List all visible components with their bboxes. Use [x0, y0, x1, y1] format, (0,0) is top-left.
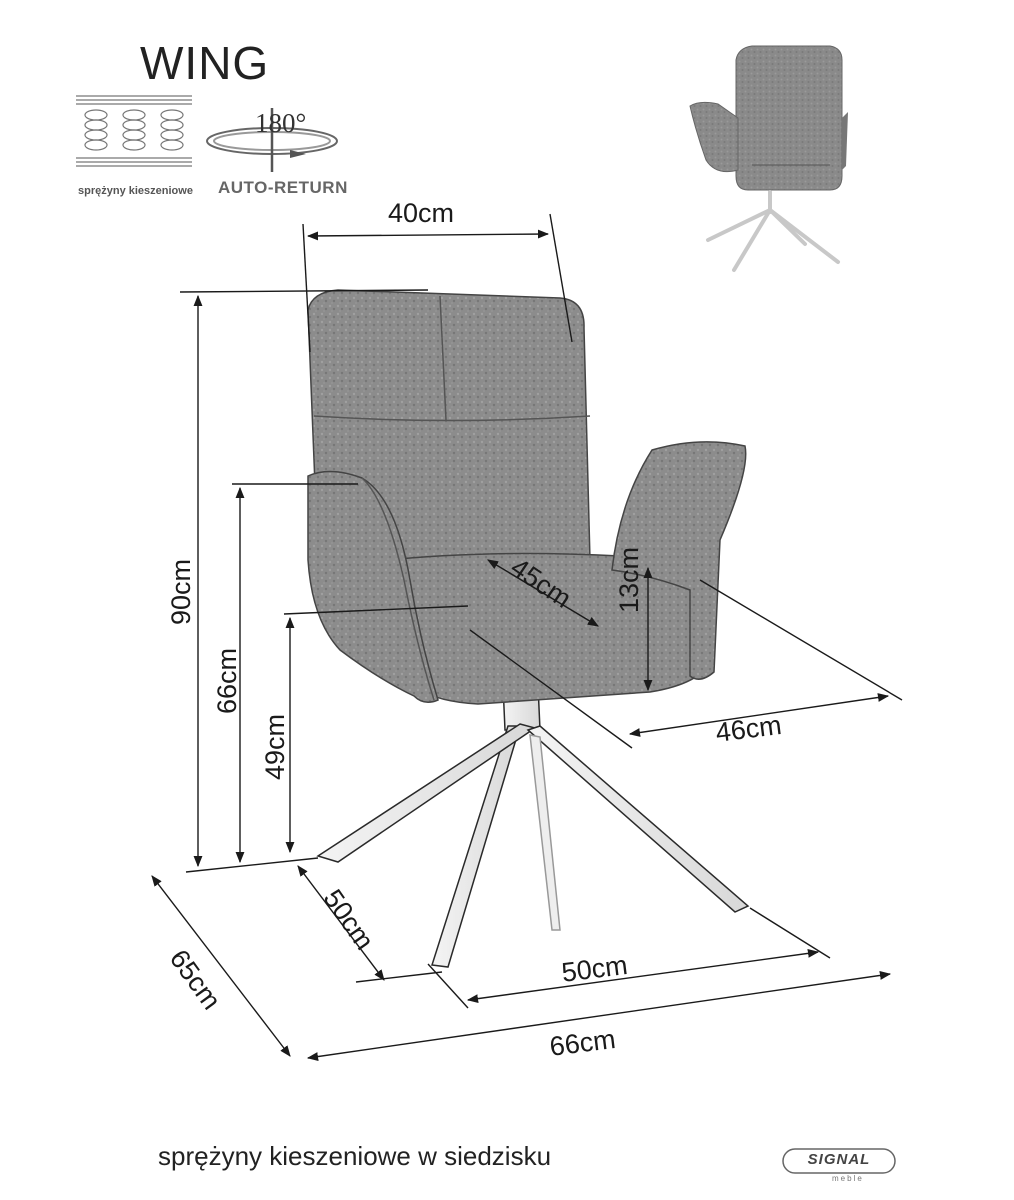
dim-base-depth: 50cm [317, 884, 380, 956]
brand-logo: SIGNAL [782, 1148, 896, 1174]
dim-back-width: 40cm [388, 198, 455, 228]
springs-caption: sprężyny kieszeniowe [78, 185, 193, 197]
brand-name: SIGNAL [807, 1151, 871, 1168]
dim-armrest-above-seat: 13cm [614, 546, 644, 613]
dim-base-width: 50cm [560, 949, 630, 988]
product-title: WING [140, 37, 270, 89]
dim-seat-height: 49cm [260, 713, 290, 780]
dim-seat-depth: 45cm [505, 552, 577, 614]
dim-total-depth: 65cm [163, 944, 227, 1016]
dim-total-height: 90cm [166, 558, 196, 625]
rotation-label: 180° [255, 108, 307, 138]
chair-base [316, 684, 750, 968]
chair-armrest-left [307, 470, 439, 703]
dim-armrest-height: 66cm [212, 647, 242, 714]
dim-total-width: 66cm [548, 1023, 618, 1062]
brand-subtitle: meble [832, 1174, 864, 1183]
auto-return-label: AUTO-RETURN [218, 178, 348, 197]
dim-seat-width: 46cm [714, 709, 784, 748]
chair-backrest [307, 289, 591, 561]
footer-note: sprężyny kieszeniowe w siedzisku [158, 1141, 552, 1171]
